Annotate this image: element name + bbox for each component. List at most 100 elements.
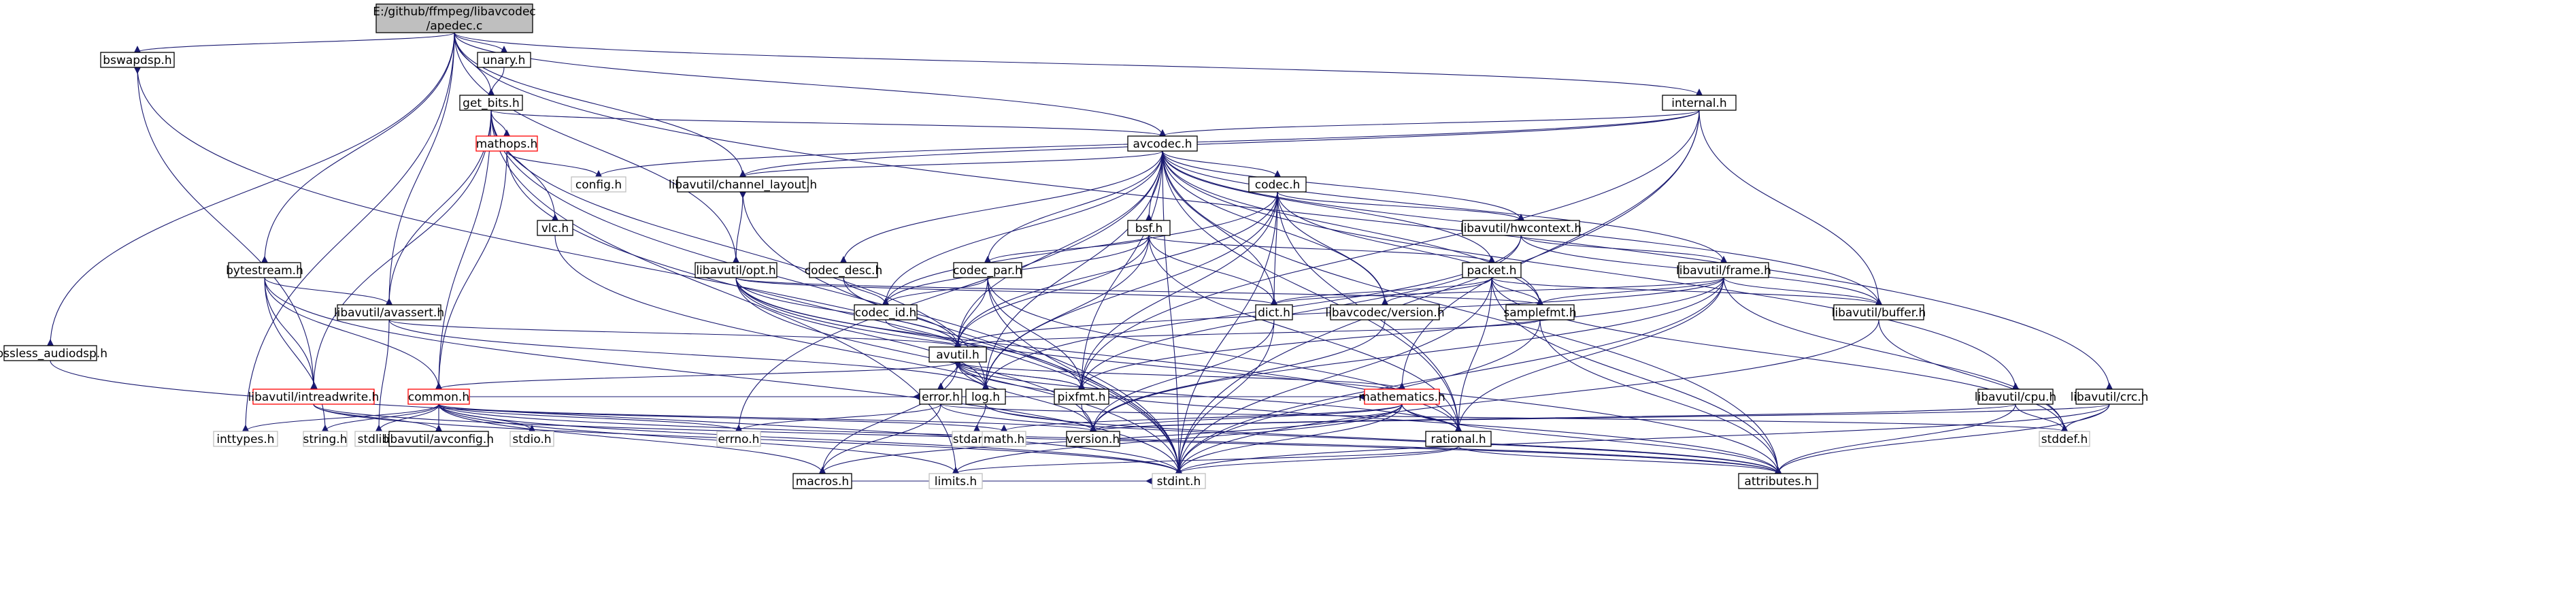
node-get_bits[interactable]: get_bits.h xyxy=(459,95,523,111)
node-config[interactable]: config.h xyxy=(571,176,626,193)
edge-avcodec-to-errno xyxy=(735,150,1163,432)
node-mathematics[interactable]: mathematics.h xyxy=(1358,389,1445,405)
edge-common-to-version xyxy=(438,403,1097,432)
node-avconfig-box xyxy=(388,431,489,447)
edge-pixfmt-to-version xyxy=(1081,403,1097,432)
edge-rational-to-attributes xyxy=(1458,446,1782,474)
edge-apedec-to-lossless_audiodsp xyxy=(47,32,455,346)
node-crc[interactable]: libavutil/crc.h xyxy=(2071,389,2149,405)
node-string[interactable]: string.h xyxy=(303,431,348,447)
edge-avcodec_version-to-version xyxy=(1090,319,1386,432)
node-avutil-box xyxy=(929,346,987,363)
node-bytestream-box xyxy=(228,262,301,278)
node-packet[interactable]: packet.h xyxy=(1462,262,1522,278)
node-avutil[interactable]: avutil.h xyxy=(929,346,987,363)
edge-crc-to-stdint xyxy=(1175,403,2110,474)
node-vlc[interactable]: vlc.h xyxy=(537,220,573,236)
node-pixfmt-box xyxy=(1054,389,1109,405)
edge-bsf-to-dict xyxy=(1148,235,1277,306)
edge-avcodec-to-pixfmt xyxy=(1078,150,1163,390)
node-math[interactable]: math.h xyxy=(982,431,1026,447)
node-buffer[interactable]: libavutil/buffer.h xyxy=(1832,304,1926,320)
node-opt-label: libavutil/opt.h xyxy=(696,264,775,278)
node-avcodec[interactable]: avcodec.h xyxy=(1127,135,1198,152)
node-limits-box xyxy=(929,473,983,489)
edge-packet-to-stdint xyxy=(1175,277,1492,474)
node-bswapdsp[interactable]: bswapdsp.h xyxy=(100,52,175,68)
edge-lossless_audiodsp-to-stdint xyxy=(50,360,1182,474)
node-mathematics-label: mathematics.h xyxy=(1358,391,1445,404)
node-stdint-label: stdint.h xyxy=(1157,475,1201,489)
node-pixfmt[interactable]: pixfmt.h xyxy=(1054,389,1109,405)
node-dict[interactable]: dict.h xyxy=(1255,304,1293,320)
edge-error-to-stddef xyxy=(940,403,2068,432)
edge-frame-to-samplefmt xyxy=(1537,277,1724,306)
node-channel_layout[interactable]: libavutil/channel_layout.h xyxy=(669,176,817,193)
edge-bytestream-to-avassert xyxy=(264,277,392,306)
node-attributes[interactable]: attributes.h xyxy=(1738,473,1818,489)
edge-opt-to-attributes xyxy=(735,277,1782,474)
edge-apedec-to-unary xyxy=(454,32,507,53)
node-log-box xyxy=(965,389,1006,405)
node-cpu-box xyxy=(1977,389,2054,405)
node-codec_desc-box xyxy=(809,262,878,278)
node-bswapdsp-label: bswapdsp.h xyxy=(103,54,171,67)
edge-mathematics-to-version xyxy=(1090,403,1403,432)
node-bsf-label: bsf.h xyxy=(1135,222,1163,235)
node-buffer-box xyxy=(1833,304,1924,320)
node-intreadwrite[interactable]: libavutil/intreadwrite.h xyxy=(248,389,380,405)
edge-codec_desc-to-codec_id xyxy=(843,277,889,306)
node-stdio[interactable]: stdio.h xyxy=(509,431,554,447)
node-version-box xyxy=(1066,431,1120,447)
edge-get_bits-to-common xyxy=(435,110,492,390)
edge-codec-to-avcodec_version xyxy=(1277,191,1388,306)
node-log[interactable]: log.h xyxy=(965,389,1006,405)
node-inttypes[interactable]: inttypes.h xyxy=(213,431,278,447)
node-error[interactable]: error.h xyxy=(919,389,963,405)
node-errno[interactable]: errno.h xyxy=(716,431,761,447)
node-vlc-box xyxy=(537,220,573,236)
node-samplefmt[interactable]: samplefmt.h xyxy=(1503,304,1577,320)
node-bsf[interactable]: bsf.h xyxy=(1127,220,1171,236)
node-bytestream[interactable]: bytestream.h xyxy=(226,262,303,278)
node-limits[interactable]: limits.h xyxy=(929,473,983,489)
node-rational[interactable]: rational.h xyxy=(1425,431,1492,447)
node-channel_layout-label: libavutil/channel_layout.h xyxy=(669,178,817,192)
edge-avcodec-to-attributes xyxy=(1162,150,1782,474)
node-avutil-label: avutil.h xyxy=(936,348,980,362)
node-crc-box xyxy=(2075,389,2143,405)
edge-apedec-to-inttypes xyxy=(242,32,455,432)
edge-avcodec-to-rational xyxy=(1162,150,1462,432)
node-errno-box xyxy=(716,431,761,447)
edge-common-to-math xyxy=(438,403,1007,432)
node-codec_id[interactable]: codec_id.h xyxy=(854,304,918,320)
node-avassert-box xyxy=(337,304,441,320)
node-version[interactable]: version.h xyxy=(1066,431,1120,447)
node-internal[interactable]: internal.h xyxy=(1662,95,1737,111)
node-stdint[interactable]: stdint.h xyxy=(1152,473,1206,489)
edge-get_bits-to-mathops xyxy=(490,110,510,137)
node-macros[interactable]: macros.h xyxy=(792,473,852,489)
node-codec_par[interactable]: codec_par.h xyxy=(953,262,1022,278)
node-stddef[interactable]: stddef.h xyxy=(2039,431,2090,447)
node-apedec[interactable]: E:/github/ffmpeg/libavcodec/apedec.c xyxy=(373,3,536,33)
node-avconfig[interactable]: libavutil/avconfig.h xyxy=(384,431,494,447)
edge-log-to-version xyxy=(985,403,1097,432)
node-codec_desc[interactable]: codec_desc.h xyxy=(805,262,882,278)
node-unary[interactable]: unary.h xyxy=(477,52,531,68)
node-avassert[interactable]: libavutil/avassert.h xyxy=(334,304,444,320)
edge-bytestream-to-common xyxy=(264,277,442,390)
node-lossless_audiodsp[interactable]: lossless_audiodsp.h xyxy=(0,345,107,361)
node-opt[interactable]: libavutil/opt.h xyxy=(695,262,777,278)
node-codec[interactable]: codec.h xyxy=(1248,176,1307,193)
node-apedec-label: E:/github/ffmpeg/libavcodec xyxy=(373,5,536,19)
node-hwcontext[interactable]: libavutil/hwcontext.h xyxy=(1460,220,1582,236)
node-mathops[interactable]: mathops.h xyxy=(475,135,538,152)
node-frame[interactable]: libavutil/frame.h xyxy=(1676,262,1771,278)
node-avcodec_version[interactable]: libavcodec/version.h xyxy=(1325,304,1445,320)
node-cpu[interactable]: libavutil/cpu.h xyxy=(1975,389,2056,405)
edge-internal-to-avcodec xyxy=(1159,110,1700,137)
node-common[interactable]: common.h xyxy=(407,389,470,405)
edge-apedec-to-opt xyxy=(454,32,739,263)
edge-common-to-inttypes xyxy=(242,403,439,432)
